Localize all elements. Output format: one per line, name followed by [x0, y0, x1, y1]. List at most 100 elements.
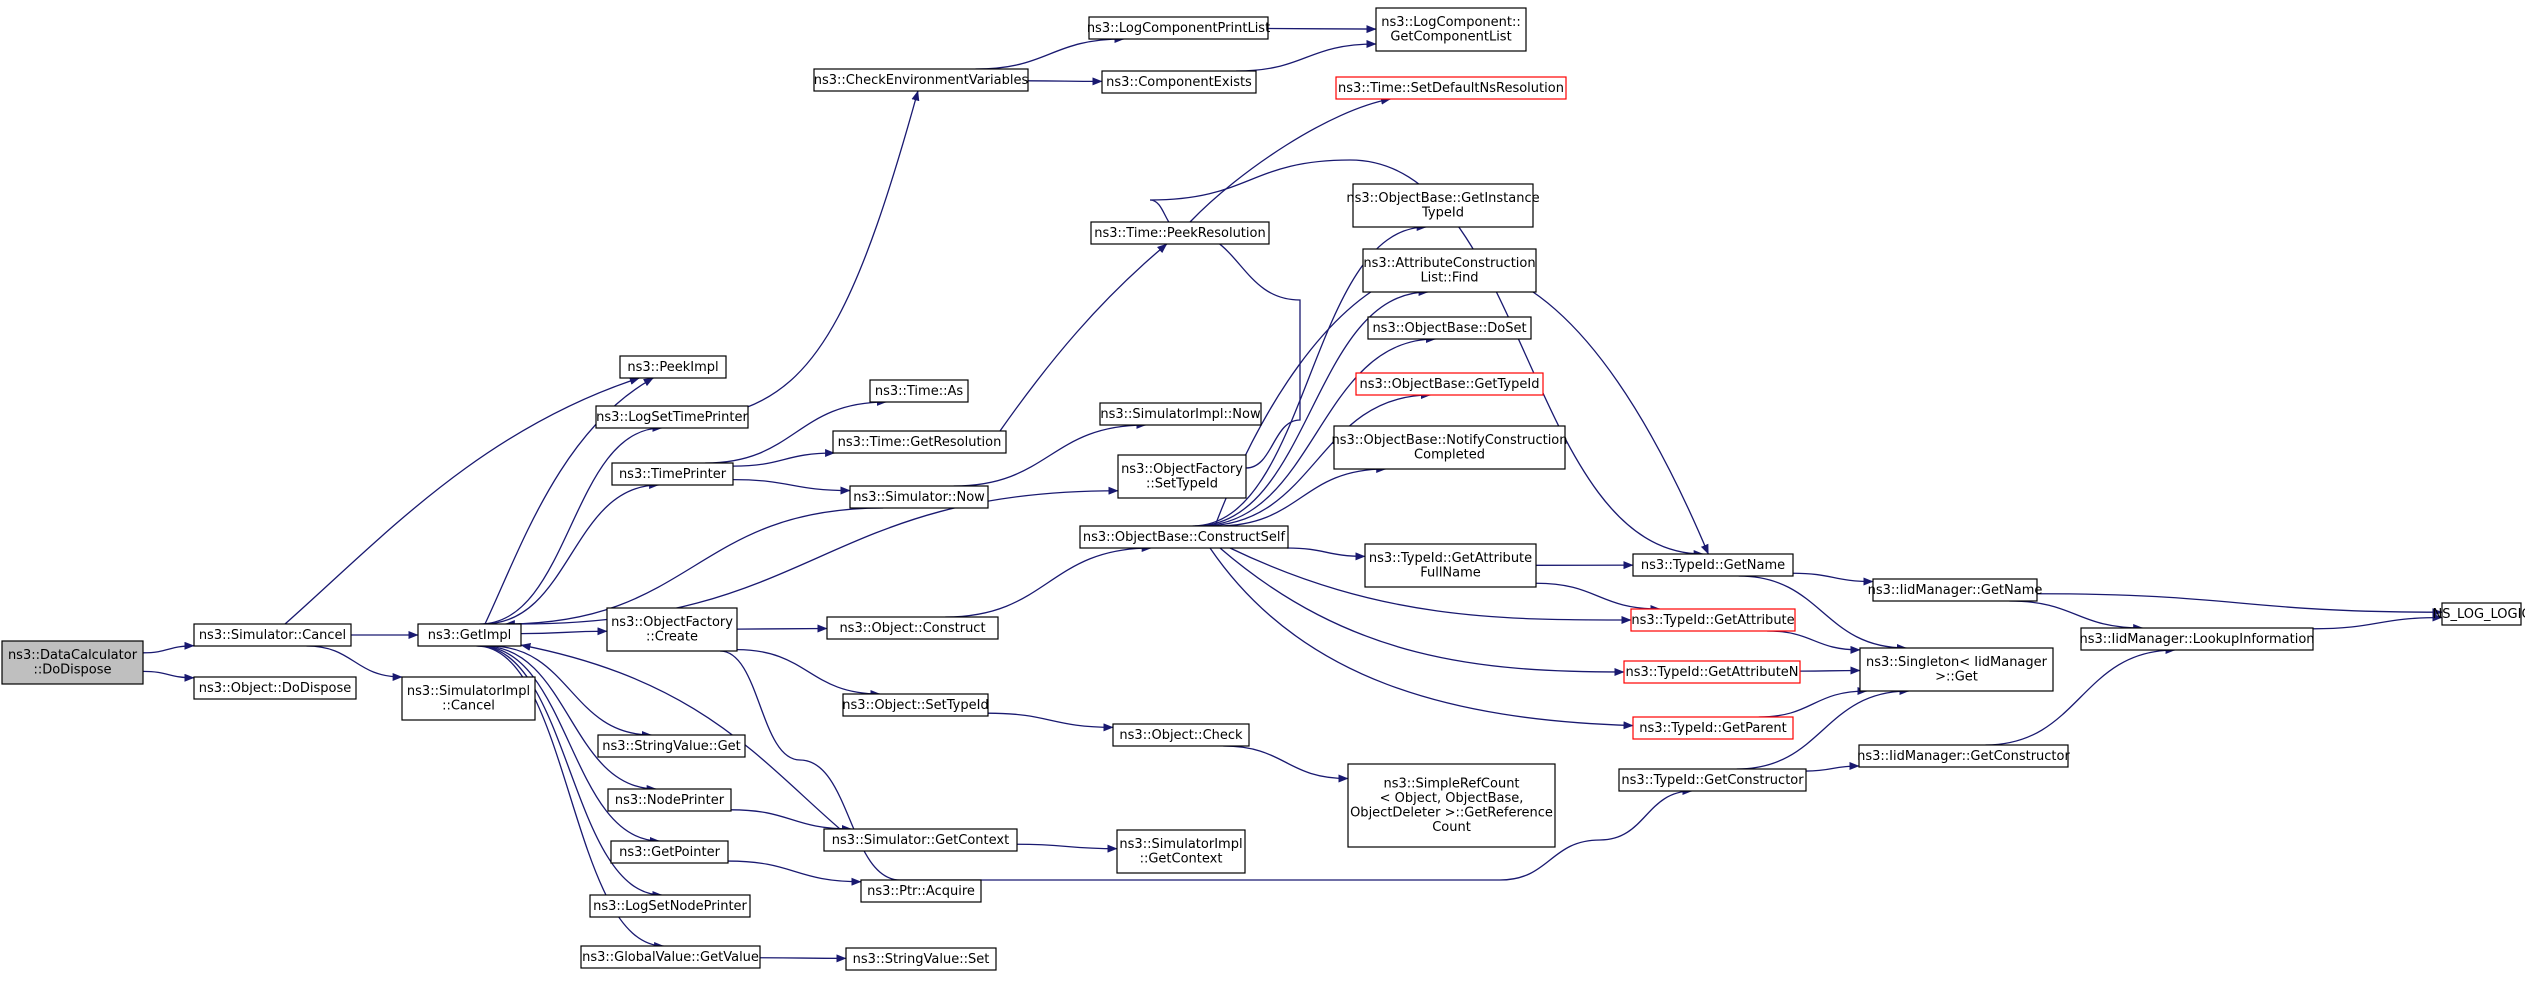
graph-node[interactable]: ns3::Time::As	[869, 379, 969, 403]
call-edge	[1016, 843, 1118, 853]
graph-node[interactable]: ns3::TimePrinter	[611, 462, 734, 486]
graph-node[interactable]: ns3::TypeId::GetParent	[1632, 716, 1794, 740]
graph-node[interactable]: ns3::ObjectBase::NotifyConstructionCompl…	[1332, 425, 1568, 470]
graph-node[interactable]: ns3::Simulator::Now	[849, 485, 989, 509]
graph-node[interactable]: ns3::ObjectBase::DoSet	[1367, 316, 1532, 340]
graph-node[interactable]: ns3::LogComponentPrintList	[1087, 16, 1270, 40]
graph-node[interactable]: ns3::Simulator::Cancel	[193, 623, 352, 647]
call-edge	[1027, 77, 1103, 86]
graph-node[interactable]: ns3::GetPointer	[610, 840, 729, 864]
graph-node[interactable]: ns3::GetImpl	[417, 623, 522, 647]
graph-node[interactable]: ns3::Singleton< IidManager>::Get	[1859, 647, 2054, 692]
graph-node[interactable]: ns3::TypeId::GetConstructor	[1618, 768, 1807, 792]
graph-node[interactable]: ns3::GlobalValue::GetValue	[580, 945, 761, 969]
node-label: ns3::Simulator::Cancel	[199, 628, 346, 643]
graph-node[interactable]: ns3::SimpleRefCount< Object, ObjectBase,…	[1347, 763, 1556, 848]
graph-node[interactable]: ns3::SimulatorImpl::Now	[1099, 402, 1262, 426]
node-box	[606, 607, 738, 652]
graph-node[interactable]: ns3::Time::PeekResolution	[1090, 221, 1270, 245]
graph-node[interactable]: ns3::LogComponent::GetComponentList	[1375, 7, 1527, 52]
graph-node[interactable]: ns3::IidManager::LookupInformation	[2079, 627, 2315, 651]
node-label: ns3::IidManager::GetName	[1868, 583, 2043, 598]
node-box	[1858, 744, 2069, 768]
call-edge	[1189, 96, 1391, 223]
node-label: ns3::DataCalculator	[8, 648, 138, 663]
graph-node[interactable]: ns3::NodePrinter	[607, 788, 732, 812]
node-label: ns3::LogSetNodePrinter	[593, 899, 747, 914]
node-box	[1, 640, 144, 685]
graph-node[interactable]: ns3::Object::DoDispose	[193, 676, 357, 700]
graph-node[interactable]: ns3::Time::GetResolution	[832, 430, 1007, 454]
node-label: ns3::ObjectBase::NotifyConstruction	[1332, 433, 1568, 448]
graph-node[interactable]: ns3::LogSetNodePrinter	[589, 894, 751, 918]
node-label: ns3::StringValue::Set	[853, 952, 990, 967]
node-box	[823, 828, 1018, 852]
node-box	[611, 462, 734, 486]
node-label: ns3::LogComponentPrintList	[1087, 21, 1270, 36]
node-label: ns3::Time::SetDefaultNsResolution	[1338, 81, 1564, 96]
graph-node[interactable]: ns3::SimulatorImpl::Cancel	[401, 676, 536, 721]
graph-node[interactable]: ns3::DataCalculator::DoDispose	[1, 640, 144, 685]
node-label: >::Get	[1935, 670, 1978, 685]
node-label: ns3::IidManager::GetConstructor	[1857, 749, 2070, 764]
graph-node[interactable]: ns3::Simulator::GetContext	[823, 828, 1018, 852]
graph-node[interactable]: ns3::TypeId::GetAttributeN	[1623, 660, 1801, 684]
graph-node[interactable]: ns3::ObjectBase::GetTypeId	[1355, 372, 1544, 396]
graph-node[interactable]: ns3::IidManager::GetConstructor	[1857, 744, 2070, 768]
node-box	[1632, 716, 1794, 740]
node-label: ns3::Simulator::GetContext	[832, 833, 1009, 848]
call-edge	[482, 645, 657, 793]
graph-node[interactable]: ns3::Time::SetDefaultNsResolution	[1335, 76, 1567, 100]
call-edge	[1985, 646, 2176, 746]
node-box	[2080, 627, 2314, 651]
node-label: ns3::Object::Construct	[839, 621, 985, 636]
graph-node[interactable]: ns3::PeekImpl	[619, 355, 727, 379]
graph-node[interactable]: ns3::Object::Construct	[826, 616, 999, 640]
node-box	[1352, 183, 1534, 228]
node-label: ns3::SimulatorImpl	[407, 684, 530, 699]
graph-node[interactable]: ns3::SimulatorImpl::GetContext	[1116, 829, 1246, 874]
node-label: ns3::LogSetTimePrinter	[596, 410, 748, 425]
graph-node[interactable]: ns3::StringValue::Get	[597, 734, 746, 758]
node-label: ns3::TypeId::GetAttribute	[1631, 613, 1794, 628]
call-edge	[987, 712, 1114, 732]
graph-node[interactable]: ns3::Object::SetTypeId	[842, 693, 989, 717]
call-edge	[1203, 391, 1431, 527]
graph-node[interactable]: ns3::Ptr::Acquire	[860, 879, 982, 903]
node-box	[607, 788, 732, 812]
graph-node[interactable]: ns3::StringValue::Set	[845, 947, 997, 971]
graph-node[interactable]: ns3::TypeId::GetName	[1632, 553, 1794, 577]
node-box	[1347, 763, 1556, 848]
call-edge	[744, 90, 920, 409]
call-edge	[732, 449, 836, 467]
graph-node[interactable]: ns3::IidManager::GetName	[1868, 578, 2043, 602]
graph-node[interactable]: ns3::ObjectFactory::SetTypeId	[1117, 454, 1247, 499]
node-box	[595, 405, 749, 429]
node-box	[1632, 553, 1794, 577]
call-edge	[1799, 666, 1861, 675]
node-box	[849, 485, 989, 509]
call-edge	[476, 645, 665, 950]
node-label: ns3::GetImpl	[428, 628, 512, 643]
graph-node[interactable]: ns3::ObjectFactory::Create	[606, 607, 738, 652]
node-label: GetComponentList	[1390, 30, 1511, 45]
graph-node[interactable]: ns3::TypeId::GetAttribute	[1630, 608, 1796, 632]
graph-node[interactable]: ns3::CheckEnvironmentVariables	[813, 68, 1029, 92]
call-edge	[1197, 335, 1437, 527]
node-box	[1364, 543, 1537, 588]
node-box	[813, 68, 1029, 92]
graph-node[interactable]: NS_LOG_LOGIC	[2432, 602, 2525, 626]
call-edge	[1229, 547, 1632, 624]
call-edge	[1235, 39, 1377, 72]
graph-node[interactable]: ns3::ComponentExists	[1101, 70, 1257, 94]
node-label: ns3::AttributeConstruction	[1363, 256, 1535, 271]
graph-node[interactable]: ns3::Object::Check	[1112, 723, 1250, 747]
node-label: ns3::GlobalValue::GetValue	[582, 950, 759, 965]
graph-node[interactable]: ns3::ObjectBase::ConstructSelf	[1079, 525, 1289, 549]
graph-node[interactable]: ns3::LogSetTimePrinter	[595, 405, 749, 429]
call-edge	[1805, 761, 1860, 772]
